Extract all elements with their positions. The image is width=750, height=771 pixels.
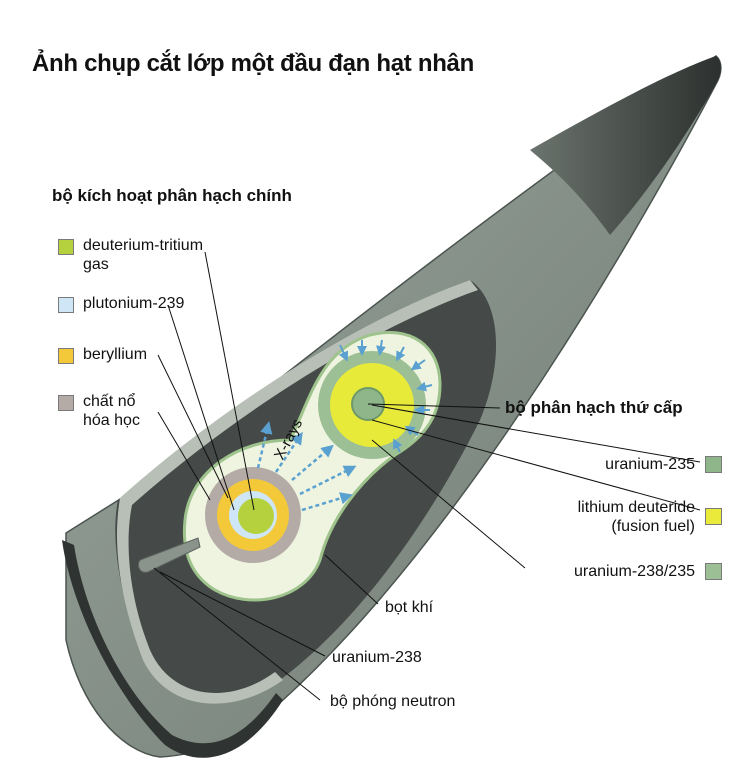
cone-base-rim xyxy=(62,540,283,758)
label-neutron-initiator: bộ phóng neutron xyxy=(330,693,456,710)
label-lithium-deuteride: lithium deuteride (fusion fuel) xyxy=(577,499,695,535)
label-uranium-238-235: uranium-238/235 xyxy=(574,563,695,580)
legend-item-dt-gas: deuterium-tritium gas xyxy=(58,236,233,274)
legend-item-plutonium: plutonium-239 xyxy=(58,294,233,313)
xray-arrows xyxy=(256,421,357,512)
leader-lines xyxy=(153,251,701,701)
label-uranium-235: uranium-235 xyxy=(605,456,695,473)
casing-cut-face xyxy=(116,280,478,704)
primary-heading: bộ kích hoạt phân hạch chính xyxy=(52,186,292,205)
legend-label: deuterium-tritium gas xyxy=(83,237,204,273)
legend-label: plutonium-239 xyxy=(83,295,185,312)
legend-label: chất nổ hóa học xyxy=(83,393,140,429)
explosive-swatch xyxy=(58,395,74,411)
legend-item-explosive: chất nổ hóa học xyxy=(58,392,233,430)
uranium-235-swatch xyxy=(705,456,722,473)
label-uranium-238: uranium-238 xyxy=(332,649,422,666)
neutron-initiator xyxy=(137,537,201,573)
uranium-238-235-swatch xyxy=(705,563,722,580)
dt-gas-swatch xyxy=(58,239,74,255)
lithium-deuteride-swatch xyxy=(705,508,722,525)
page-title: Ảnh chụp cắt lớp một đầu đạn hạt nhân xyxy=(32,50,474,77)
label-foam: bọt khí xyxy=(385,599,434,616)
beryllium-swatch xyxy=(58,348,74,364)
legend-label: beryllium xyxy=(83,346,148,363)
plutonium-swatch xyxy=(58,297,74,313)
secondary-heading: bộ phân hạch thứ cấp xyxy=(505,398,683,417)
cone-tip xyxy=(530,56,721,235)
compression-arrows xyxy=(338,339,433,453)
legend-item-beryllium: beryllium xyxy=(58,345,233,364)
primary-dt-gas xyxy=(238,498,274,534)
